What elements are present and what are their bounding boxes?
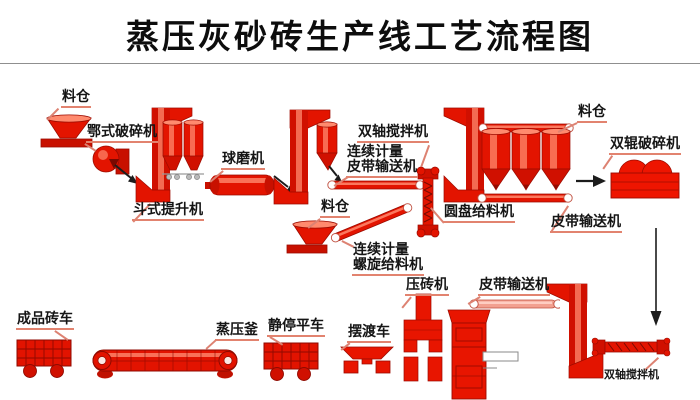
label-line: 连续计量 (353, 243, 409, 258)
label-line: 皮带输送机 (347, 160, 417, 175)
label-line: 螺旋给料机 (353, 258, 423, 273)
label-brick-press: 压砖机 (405, 278, 449, 296)
silo-bottom-conveyor-icon (477, 193, 573, 203)
belt-conveyor-icon (469, 299, 560, 309)
label-silo-middle: 料仓 (320, 200, 350, 218)
curing-cart-icon (263, 342, 319, 381)
twin-shaft-mixer-icon (591, 337, 671, 357)
leader-line (420, 144, 430, 168)
label-disc-feeder: 圆盘给料机 (443, 205, 515, 223)
label-autoclave: 蒸压釜 (215, 323, 259, 341)
label-double-roller-crusher: 双辊破碎机 (609, 137, 681, 155)
label-silo-top-left: 料仓 (61, 90, 91, 108)
autoclave-icon (92, 349, 238, 379)
label-silo-top-right: 料仓 (577, 105, 607, 123)
label-belt-conveyor-bottom: 皮带输送机 (478, 278, 550, 296)
label-finished-brick-cart: 成品砖车 (16, 312, 74, 330)
label-twin-shaft-mixer-top: 双轴搅拌机 (357, 125, 429, 143)
feed-hopper-top-left-icon (40, 114, 93, 148)
flow-arrow-icon (576, 175, 606, 187)
label-bucket-elevator: 斗式提升机 (132, 203, 204, 221)
label-continuous-screw-feeder: 连续计量 螺旋给料机 (352, 243, 424, 276)
metering-belt-conveyor-icon (327, 180, 425, 190)
title-divider (0, 63, 700, 64)
label-jaw-crusher: 鄂式破碎机 (86, 125, 158, 143)
twin-shaft-mixer-icon (416, 166, 440, 238)
surge-silo-icon (316, 121, 338, 171)
press-feed-unit-icon (447, 309, 519, 400)
brick-press-icon (403, 293, 443, 382)
label-belt-conveyor-right: 皮带输送机 (550, 215, 622, 233)
feed-hopper-middle-icon (286, 220, 338, 254)
label-continuous-belt-conveyor: 连续计量 皮带输送机 (346, 145, 418, 178)
bucket-elevator-icon (273, 109, 331, 205)
triple-silo-icon (481, 128, 571, 191)
flow-arrow-icon (114, 164, 138, 184)
label-line: 连续计量 (347, 145, 403, 160)
flow-arrow-down-icon (650, 228, 662, 326)
double-roller-crusher-icon (610, 159, 680, 199)
label-static-curing-cart: 静停平车 (267, 319, 325, 337)
jaw-crusher-icon (92, 145, 130, 175)
finished-brick-cart-icon (16, 339, 72, 378)
ferry-cart-icon (340, 346, 394, 374)
label-ball-mill: 球磨机 (221, 152, 265, 170)
label-ferry-cart: 摆渡车 (347, 325, 391, 343)
bucket-elevator-icon (546, 283, 604, 379)
label-twin-shaft-mixer-bottom: 双轴搅拌机 (604, 369, 659, 381)
screw-feeder-icon (330, 203, 413, 243)
twin-silo-icon (162, 119, 204, 180)
diagram-title: 蒸压灰砂砖生产线工艺流程图 (126, 20, 594, 56)
